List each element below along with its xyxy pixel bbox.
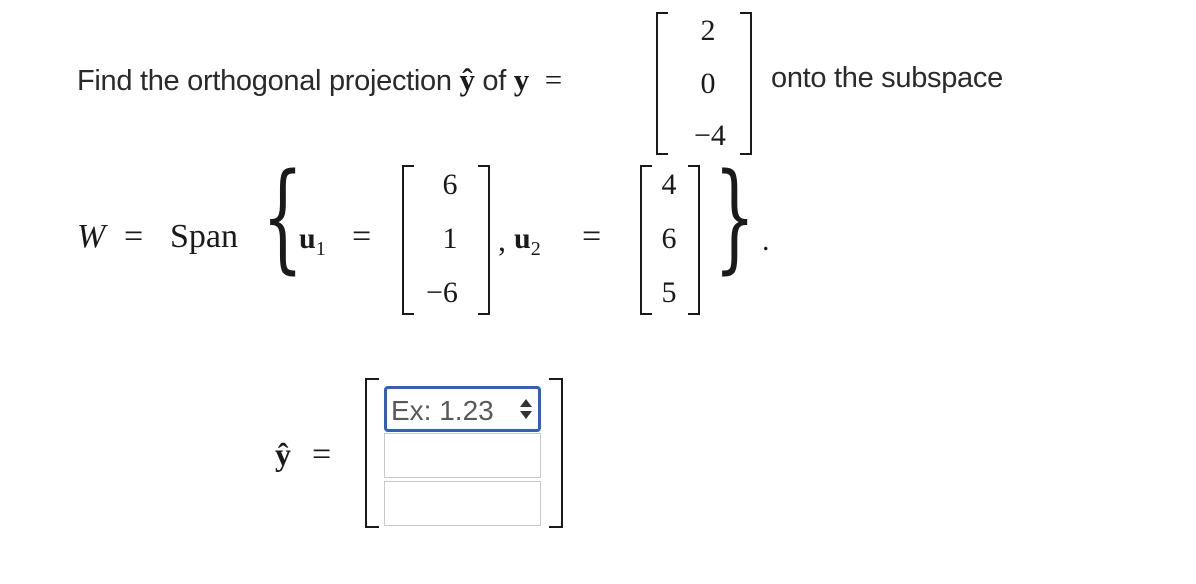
problem-statement: Find the orthogonal projection ŷ of y = xyxy=(77,62,562,98)
u1-entry-3: −6 xyxy=(426,276,458,309)
y-entry-3: −4 xyxy=(694,119,726,152)
span-label: Span xyxy=(170,218,238,255)
u2-entry-2: 6 xyxy=(661,222,677,255)
spin-up-icon[interactable] xyxy=(520,399,532,407)
answer-input-2[interactable] xyxy=(384,433,541,478)
u2-entry-3: 5 xyxy=(661,276,677,309)
u2-label: u2 xyxy=(514,222,541,261)
y-entry-1: 2 xyxy=(700,14,716,47)
end-period: . xyxy=(762,224,770,257)
u2-subscript: 2 xyxy=(530,238,541,260)
W-symbol: W xyxy=(77,218,106,255)
vector-comma: , xyxy=(498,222,506,258)
y-vector-left-bracket xyxy=(656,12,668,155)
answer-right-bracket xyxy=(549,378,563,528)
u1-subscript: 1 xyxy=(315,238,326,260)
u2-equals: = xyxy=(582,218,602,255)
u1-entry-2: 1 xyxy=(442,222,458,255)
yhat-symbol: ŷ xyxy=(459,62,475,97)
answer-input-1-placeholder: Ex: 1.23 xyxy=(391,395,494,426)
right-brace: } xyxy=(714,147,756,285)
y-vector-right-bracket xyxy=(740,12,752,155)
number-spinner-icon[interactable] xyxy=(518,398,532,420)
u2-letter: u xyxy=(514,222,531,255)
y-entry-2: 0 xyxy=(700,67,716,100)
u1-equals: = xyxy=(352,218,372,255)
prompt-onto: onto the subspace xyxy=(771,62,1003,94)
spin-down-icon[interactable] xyxy=(520,411,532,419)
answer-input-3[interactable] xyxy=(384,481,541,526)
u2-left-bracket xyxy=(640,165,652,315)
u1-letter: u xyxy=(299,222,316,255)
left-brace: { xyxy=(262,147,304,285)
u1-entry-1: 6 xyxy=(442,168,458,201)
answer-input-1[interactable]: Ex: 1.23 xyxy=(384,386,541,432)
u1-left-bracket xyxy=(402,165,414,315)
u2-entry-1: 4 xyxy=(661,168,677,201)
prompt-equals: = xyxy=(544,62,562,97)
answer-left-bracket xyxy=(365,378,379,528)
prompt-of: of xyxy=(474,65,514,97)
u1-label: u1 xyxy=(299,222,326,261)
W-equals: = xyxy=(124,218,144,255)
u2-right-bracket xyxy=(688,165,700,315)
y-symbol: y xyxy=(513,62,530,97)
prompt-intro: Find the orthogonal projection xyxy=(77,65,460,97)
answer-yhat: ŷ xyxy=(275,436,291,472)
u1-right-bracket xyxy=(478,165,490,315)
answer-equals: = xyxy=(312,436,332,473)
